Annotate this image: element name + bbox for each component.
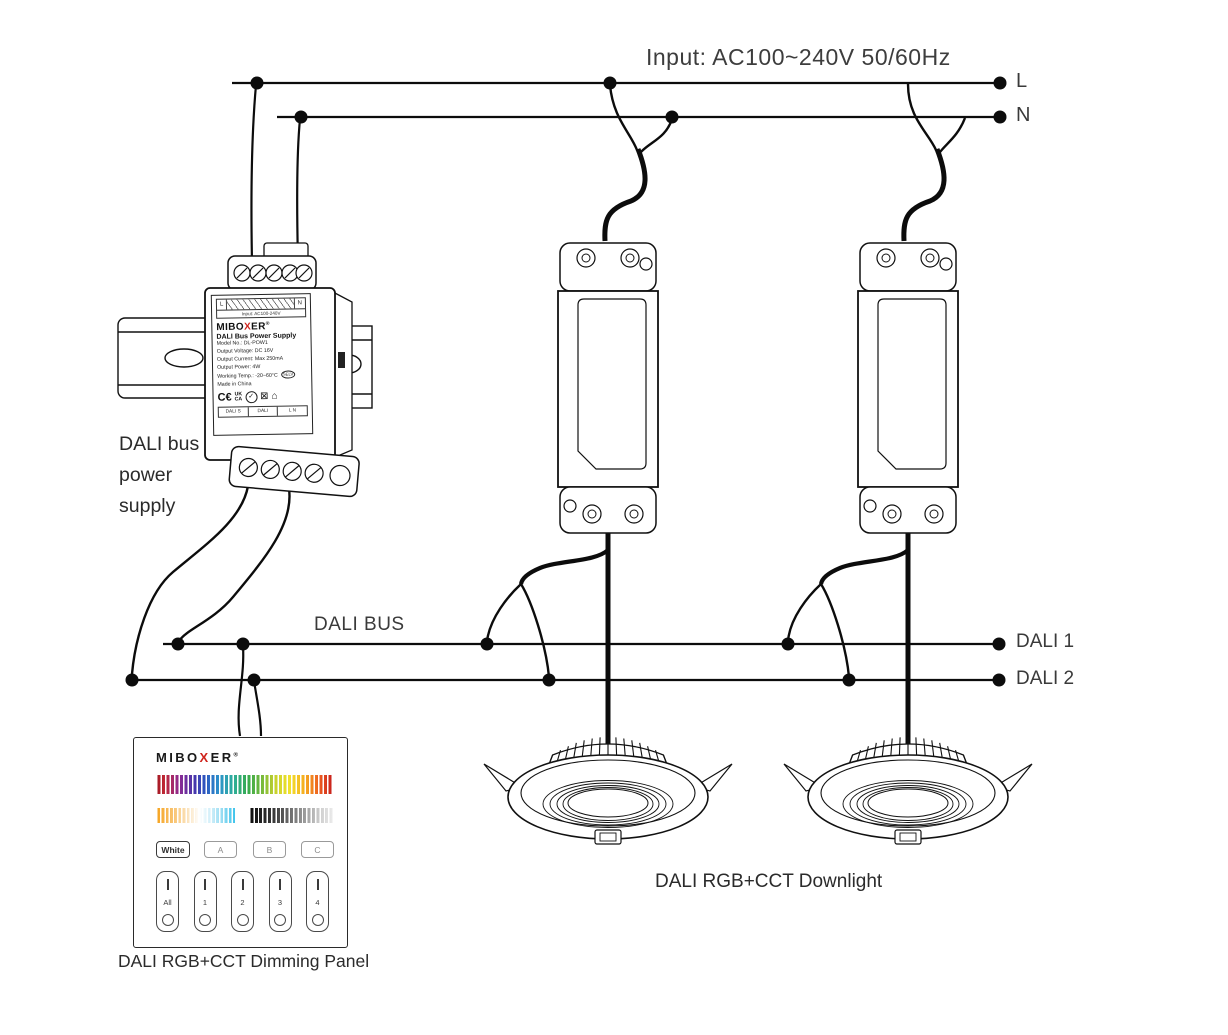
slider-tick-icon <box>166 879 169 890</box>
psu-terminal-l: L <box>219 301 224 308</box>
group-b-button[interactable]: B <box>253 841 286 858</box>
zone-slider-1[interactable]: 1 <box>193 871 217 932</box>
slider-tick-icon <box>241 879 244 890</box>
slider-dot-icon <box>274 914 286 926</box>
slider-label: 4 <box>315 898 320 907</box>
panel-caption: DALI RGB+CCT Dimming Panel <box>118 951 370 971</box>
cct-touch-bar[interactable] <box>156 808 235 823</box>
psu-input-note: Input: AC100-240V <box>217 308 306 318</box>
psu-terminal-strip: L N Input: AC100-240V <box>215 297 307 319</box>
psu-caption: DALI bus power supply <box>119 433 200 517</box>
slider-tick-icon <box>316 879 319 890</box>
downlight-1 <box>483 736 733 845</box>
zone-slider-4[interactable]: 4 <box>306 871 329 932</box>
group-c-button[interactable]: C <box>301 841 334 858</box>
zone-slider-3[interactable]: 3 <box>268 871 292 932</box>
downlight-2 <box>783 736 1033 845</box>
color-touch-bar[interactable] <box>156 775 332 794</box>
dali1-label: DALI 1 <box>1016 631 1075 652</box>
dimming-panel: MIBOXER® White A B C All 1 2 3 <box>133 737 348 948</box>
slider-dot-icon <box>236 914 249 926</box>
selv-mark: SELV <box>280 370 296 380</box>
psu-product-label: L N Input: AC100-240V MIBOXER® DALI Bus … <box>210 293 314 436</box>
dali2-label: DALI 2 <box>1016 668 1075 689</box>
diagram-title: Input: AC100~240V 50/60Hz <box>646 44 951 70</box>
slider-dot-icon <box>311 914 324 926</box>
weee-bin-icon: ⊠ <box>260 391 269 403</box>
downlight-caption: DALI RGB+CCT Downlight <box>655 871 883 892</box>
junction-dots <box>125 76 1007 687</box>
slider-tick-icon <box>204 879 206 890</box>
check-mark-icon: ✓ <box>245 391 258 404</box>
psu-terminal-n: N <box>297 300 302 307</box>
psu-spec: Made in China <box>217 381 252 388</box>
zone-slider-all[interactable]: All <box>156 871 179 932</box>
slider-label: All <box>163 898 172 907</box>
white-button[interactable]: White <box>156 841 190 858</box>
wires <box>130 83 967 749</box>
indoor-use-icon: ⌂ <box>271 391 278 403</box>
slider-label: 1 <box>202 898 208 907</box>
dali-driver-1 <box>557 242 659 534</box>
group-a-button[interactable]: A <box>204 841 237 858</box>
l-label: L <box>1016 70 1028 92</box>
dali-bus-label: DALI BUS <box>314 614 405 635</box>
slider-dot-icon <box>199 914 211 926</box>
psu-port-strip: DALI S DALI L N <box>217 405 308 418</box>
ce-mark-icon: C€ <box>217 391 232 404</box>
slider-tick-icon <box>279 879 281 890</box>
brightness-touch-bar[interactable] <box>249 808 333 823</box>
miboxer-logo: MIBOXER® <box>216 320 270 334</box>
slider-dot-icon <box>161 914 174 926</box>
miboxer-logo: MIBOXER® <box>156 750 238 765</box>
slider-label: 3 <box>277 898 283 907</box>
hatch-area <box>226 298 295 310</box>
slider-label: 2 <box>240 898 245 907</box>
zone-slider-2[interactable]: 2 <box>231 871 254 932</box>
dali-driver-2 <box>857 242 959 534</box>
n-label: N <box>1016 104 1031 126</box>
